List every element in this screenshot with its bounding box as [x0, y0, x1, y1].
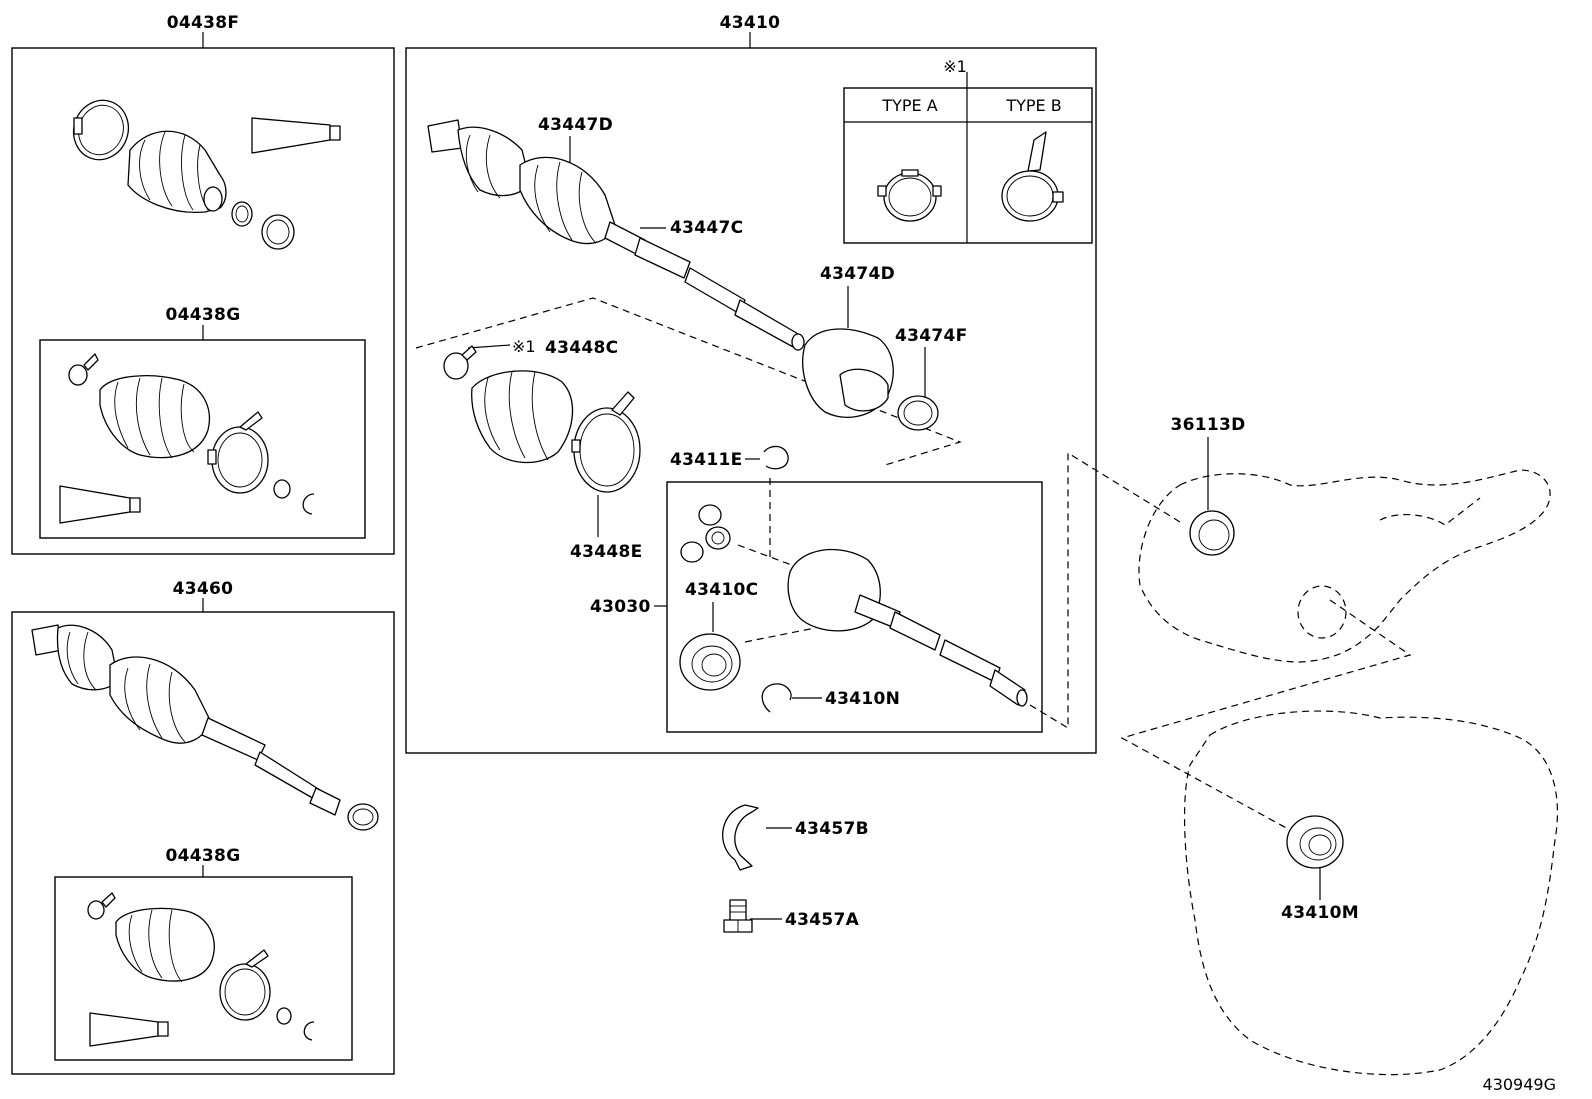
label-43030: 43030 — [590, 597, 651, 617]
band-43448E-icon — [571, 391, 641, 493]
label-43457A: 43457A — [785, 910, 860, 930]
label-43410N: 43410N — [825, 689, 900, 709]
bearing-43410M-icon — [1286, 815, 1344, 869]
label-43410C: 43410C — [685, 580, 758, 600]
boot-kit-04438G-bottom-icon — [87, 892, 315, 1047]
label-43448C: 43448C — [545, 338, 618, 358]
label-43474F: 43474F — [895, 326, 968, 346]
label-43410: 43410 — [720, 13, 781, 33]
snap-ring-43411E-icon — [763, 445, 789, 470]
label-04438F: 04438F — [167, 13, 240, 33]
leader-lines — [467, 136, 1321, 920]
label-36113D: 36113D — [1170, 415, 1245, 435]
frame-43410 — [405, 32, 1097, 754]
type-a-label: TYPE A — [881, 96, 937, 115]
label-43460: 43460 — [173, 579, 234, 599]
transmission-case-icon — [1183, 710, 1559, 1076]
snap-ring-43410N-icon — [761, 683, 792, 713]
boot-kit-04438G-top-icon — [59, 353, 315, 524]
type-table: TYPE A TYPE B — [843, 72, 1093, 244]
figure-id: 430949G — [1483, 1075, 1556, 1094]
label-04438G-top: 04438G — [166, 305, 241, 325]
drive-shaft-43410-icon — [427, 119, 805, 351]
seal-36113D-icon — [1189, 510, 1235, 556]
inner-joint-43030-icon — [787, 548, 1028, 707]
label-43448E: 43448E — [570, 542, 643, 562]
label-43410M: 43410M — [1281, 903, 1359, 923]
clamp-type-a-icon — [877, 169, 942, 222]
outer-joint-43474D-icon — [802, 328, 894, 418]
ring-43474F-icon — [897, 395, 939, 431]
frame-04438G-bottom — [54, 865, 353, 1061]
note-mark-43448C: ※1 — [512, 337, 536, 356]
tripod-icon — [680, 504, 731, 563]
frame-04438G-top — [39, 325, 366, 539]
dashed-guides — [415, 297, 1412, 831]
frame-43460 — [11, 598, 395, 1075]
clamp-type-b-icon — [1001, 131, 1064, 222]
label-43474D: 43474D — [820, 264, 895, 284]
boot-kit-04438F-icon — [72, 99, 341, 250]
type-b-label: TYPE B — [1005, 96, 1061, 115]
bolt-43457A-icon — [723, 899, 753, 933]
frame-04438F — [11, 32, 395, 555]
label-43457B: 43457B — [795, 819, 869, 839]
frame-43030 — [654, 481, 1043, 733]
note-mark-type-table: ※1 — [943, 57, 967, 76]
transaxle-case-icon — [1138, 469, 1551, 663]
drive-shaft-43460-icon — [31, 624, 379, 831]
label-43411E: 43411E — [670, 450, 743, 470]
label-43447D: 43447D — [538, 115, 613, 135]
clip-43457B-icon — [722, 804, 759, 871]
label-04438G-bottom: 04438G — [166, 846, 241, 866]
label-43447C: 43447C — [670, 218, 743, 238]
boot-43448C-icon — [443, 345, 574, 464]
bearing-43410C-icon — [679, 633, 741, 691]
